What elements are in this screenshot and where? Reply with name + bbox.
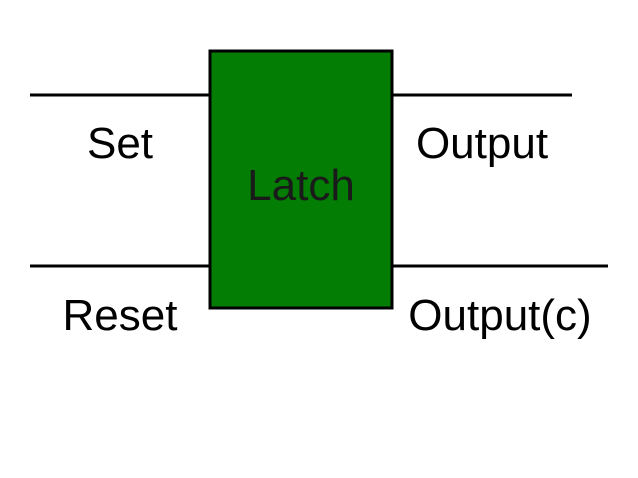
output-label: Output [416,119,548,168]
output-complement-label: Output(c) [408,291,591,340]
latch-block-label: Latch [247,161,355,210]
latch-block [208,49,394,310]
set-input-label: Set [87,119,153,168]
reset-input-label: Reset [63,291,178,340]
